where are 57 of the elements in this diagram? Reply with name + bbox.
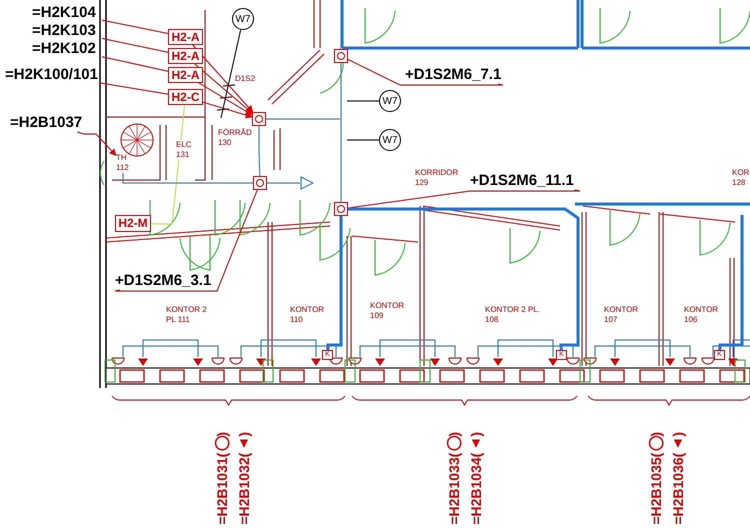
- detector-symbol: [252, 112, 266, 126]
- reference-designation: +D1S2M6_7.1: [405, 66, 503, 84]
- reference-designation: =H2B1035(◯): [648, 432, 664, 525]
- reference-designation: +D1S2M6_3.1: [115, 272, 217, 290]
- leader-line: [718, 215, 744, 350]
- connector-line: [348, 190, 580, 208]
- connector-line: [198, 82, 253, 116]
- room-label: KONTOR 106: [684, 305, 718, 325]
- connector-line: [76, 132, 116, 156]
- reference-designation: =H2B1036(▲): [670, 432, 686, 525]
- room-label: ELC 131: [176, 140, 192, 160]
- room-label: KOR 128: [732, 168, 750, 188]
- connector-line: [258, 126, 260, 176]
- plan-label: D1S2: [235, 74, 256, 84]
- connector-line: [102, 20, 168, 34]
- reference-designation: =H2B1032(▲): [236, 432, 252, 525]
- reference-designation: =H2K102: [32, 40, 102, 58]
- connector-line: [114, 190, 258, 292]
- room-label: KONTOR 107: [604, 305, 638, 325]
- connector-line: [194, 64, 253, 114]
- connector-line: [202, 102, 253, 118]
- device-tag: H2-C: [168, 89, 203, 105]
- connector-line: [266, 182, 300, 184]
- connector-line: [326, 216, 342, 350]
- connector-line: [340, 62, 342, 202]
- reference-designation: =H2B1031(◯): [214, 432, 230, 525]
- connector-line: [102, 56, 168, 72]
- reference-designation: +D1S2M6_11.1: [470, 172, 580, 190]
- connector-line: [150, 104, 186, 224]
- leader-line: [346, 100, 380, 102]
- device-tag: H2-A: [168, 48, 203, 64]
- connector-line: [122, 172, 254, 184]
- room-label: FÖRRÅD 130: [218, 128, 252, 148]
- leader-line: [266, 118, 340, 120]
- detector-symbol: [253, 176, 267, 190]
- connector-line: [98, 82, 168, 95]
- reference-designation: =H2K104: [32, 4, 102, 22]
- connector-line: [348, 58, 504, 86]
- reference-designation: =H2B1033(◯): [446, 432, 462, 525]
- device-tag: H2-A: [168, 29, 203, 45]
- detector-symbol: [334, 202, 348, 216]
- detector-symbol: [334, 49, 348, 63]
- reference-designation: =H2B1034(▲): [468, 432, 484, 525]
- cable-marker: W7: [232, 8, 254, 30]
- cable-marker: W7: [379, 90, 401, 112]
- connector-line: [102, 38, 168, 53]
- reference-designation: =H2K100/101: [5, 66, 99, 84]
- reference-designation: =H2B1037: [10, 114, 84, 132]
- device-tag: H2-M: [115, 215, 151, 232]
- room-label: TH 112: [116, 153, 130, 173]
- connector-line: [192, 44, 254, 113]
- reference-designation: =H2K103: [32, 22, 102, 40]
- cable-marker: W7: [379, 129, 401, 151]
- connector-line: [348, 208, 580, 350]
- device-tag: H2-A: [168, 67, 203, 83]
- end-triangle-icon: [300, 176, 314, 190]
- leader-line: [220, 30, 242, 118]
